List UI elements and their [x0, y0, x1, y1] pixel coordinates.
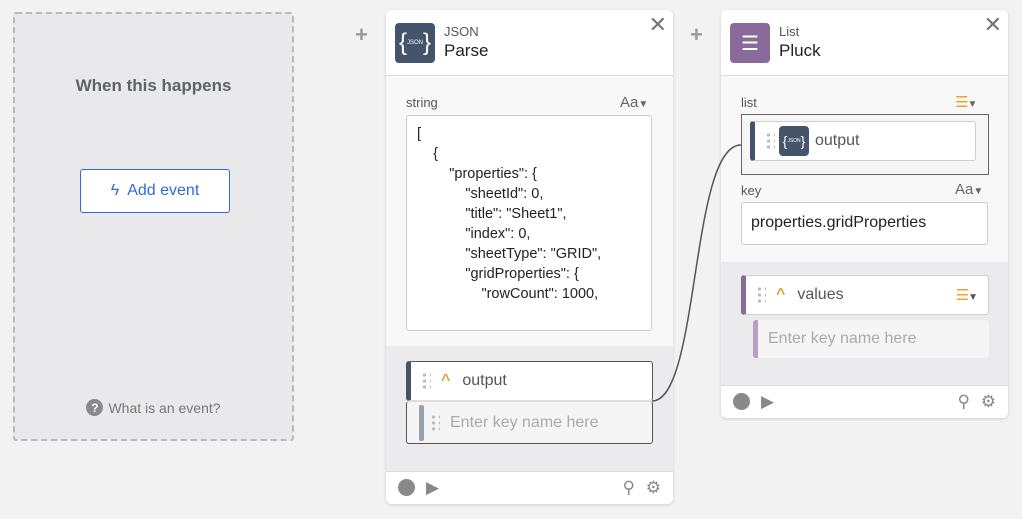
close-icon[interactable]: ✕ [648, 12, 667, 37]
drag-handle[interactable] [421, 372, 431, 390]
key-input[interactable]: properties.gridProperties [741, 202, 988, 245]
card-category: List [779, 24, 800, 39]
json-icon: {JSON} [779, 126, 809, 156]
play-icon[interactable]: ▶ [426, 478, 440, 497]
key-placeholder: Enter key name here [450, 413, 599, 431]
help-icon: ? [86, 399, 104, 416]
help-icon[interactable]: ? [398, 478, 415, 497]
list-value: output [815, 132, 860, 149]
add-event-button[interactable]: ϟ Add event [80, 169, 230, 213]
search-icon[interactable]: ⚲ [957, 392, 970, 411]
key-name-input[interactable]: Enter key name here [406, 401, 653, 444]
add-step-button[interactable]: + [690, 22, 703, 47]
output-label: output [462, 372, 507, 389]
bolt-icon: ϟ [110, 182, 120, 199]
key-placeholder: Enter key name here [768, 330, 917, 347]
json-parse-card: {JSON} JSON Parse ✕ string Aa▼ [ { "prop… [386, 10, 673, 504]
add-event-label: Add event [127, 182, 200, 199]
drag-handle[interactable] [430, 413, 440, 432]
list-value-chip[interactable]: {JSON} output [750, 121, 976, 161]
key-label: key [741, 183, 762, 198]
string-input[interactable]: [ { "properties": { "sheetId": 0, "title… [406, 115, 652, 331]
string-label: string [406, 95, 438, 110]
values-label: values [797, 286, 844, 303]
list-icon: ☰ [730, 23, 770, 63]
type-toggle[interactable]: Aa▼ [620, 94, 649, 111]
add-step-button[interactable]: + [355, 22, 368, 47]
list-label: list [741, 95, 757, 110]
card-category: JSON [444, 24, 479, 39]
drag-handle[interactable] [756, 286, 766, 304]
chevron-up-icon[interactable]: ^ [441, 372, 451, 389]
gear-icon[interactable]: ⚙ [645, 478, 661, 497]
list-type-toggle[interactable]: ☰▼ [955, 94, 978, 111]
list-pluck-card: ☰ List Pluck ✕ list ☰▼ {JSON} output key… [721, 10, 1008, 418]
card-action: Parse [444, 41, 489, 60]
trigger-panel: When this happens ϟ Add event ?What is an… [13, 12, 294, 441]
gear-icon[interactable]: ⚙ [980, 392, 996, 411]
type-toggle[interactable]: Aa▼ [955, 181, 984, 198]
key-name-input[interactable]: Enter key name here [753, 320, 989, 358]
card-action: Pluck [779, 41, 821, 60]
values-row[interactable]: ^ values ☰▼ [741, 275, 989, 315]
play-icon[interactable]: ▶ [761, 392, 775, 411]
trigger-title: When this happens [75, 76, 232, 95]
json-icon: {JSON} [395, 23, 435, 63]
output-row[interactable]: ^ output [406, 361, 653, 401]
what-is-event-link[interactable]: ?What is an event? [15, 399, 292, 416]
help-label: What is an event? [108, 399, 221, 416]
values-type-toggle[interactable]: ☰▼ [955, 286, 978, 304]
close-icon[interactable]: ✕ [983, 12, 1002, 37]
search-icon[interactable]: ⚲ [622, 478, 635, 497]
drag-handle[interactable] [765, 132, 775, 150]
chevron-up-icon[interactable]: ^ [776, 286, 786, 303]
help-icon[interactable]: ? [733, 392, 750, 411]
